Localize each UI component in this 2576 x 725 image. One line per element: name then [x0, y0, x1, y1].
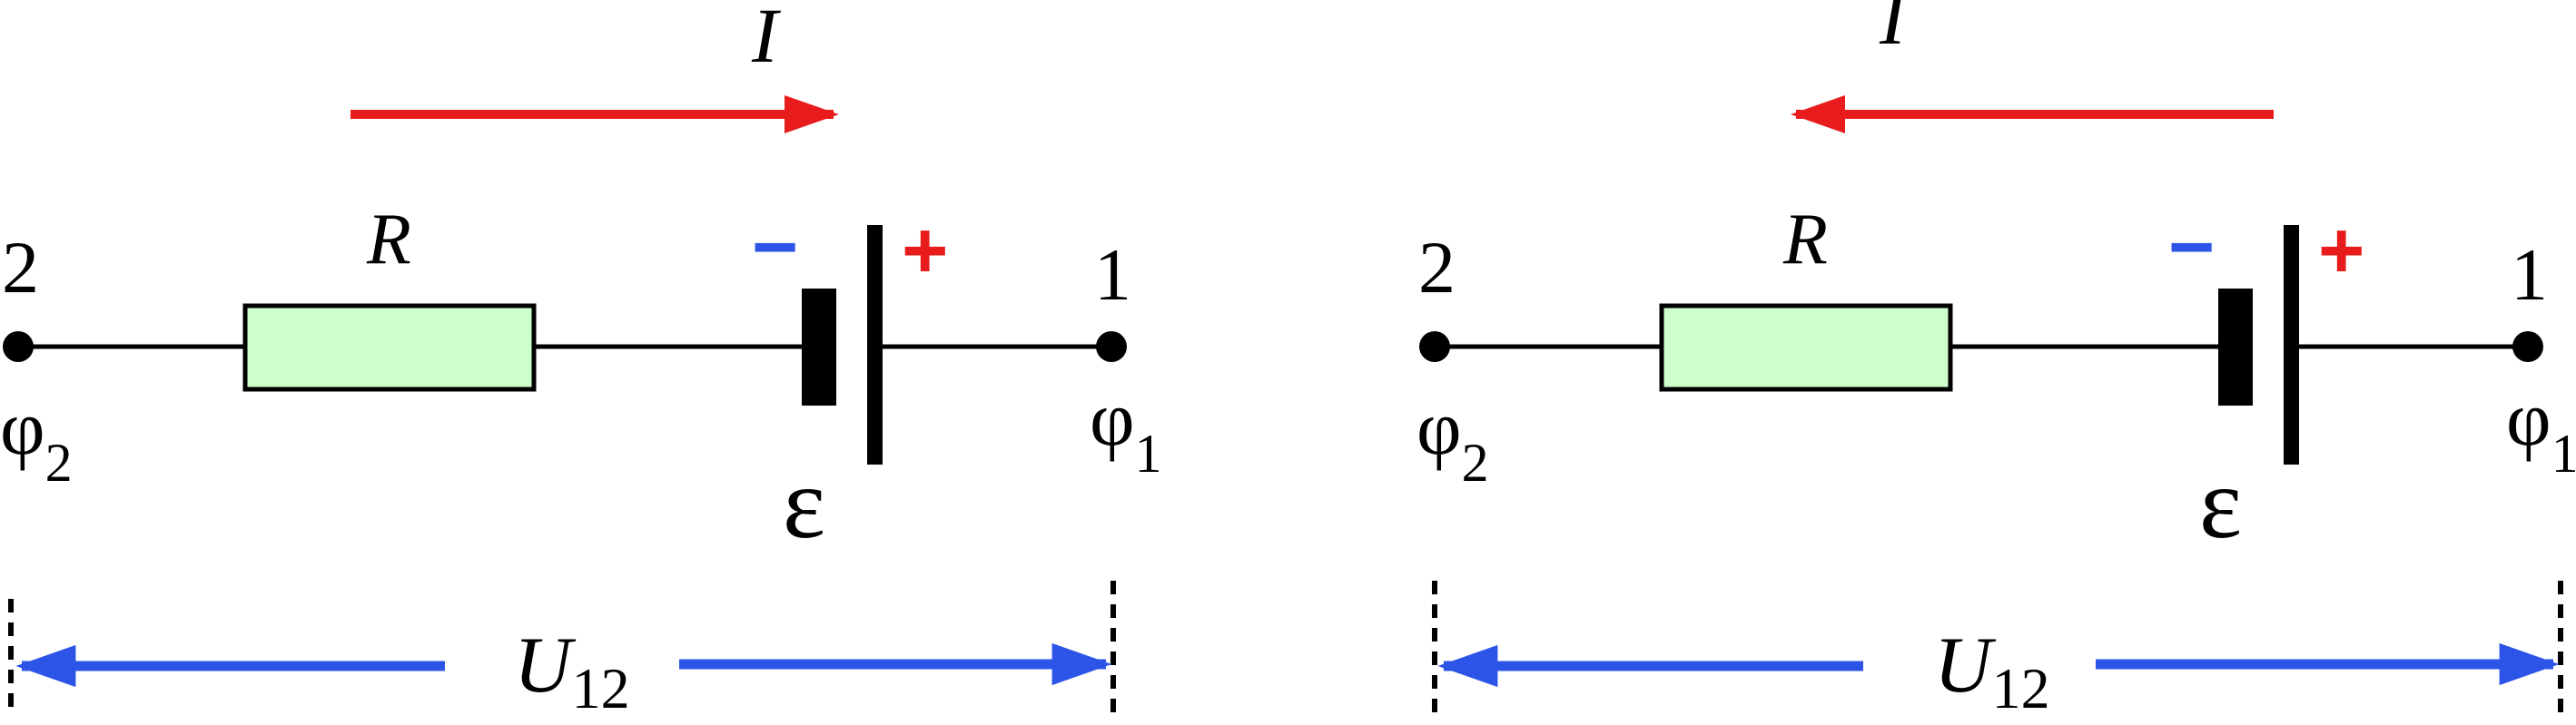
phi-left: φ2 — [1416, 384, 1489, 493]
phi-right: φ1 — [1090, 375, 1162, 484]
minus-sign: − — [752, 201, 798, 291]
circuit-right: I R − + ε 2 1 φ2 φ1 U12 — [1416, 0, 2576, 720]
voltage-label: U12 — [1934, 622, 2050, 720]
resistor — [242, 303, 537, 392]
resistor-label: R — [366, 200, 411, 279]
battery-positive-plate — [2284, 225, 2299, 465]
minus-sign: − — [2168, 201, 2215, 291]
battery-negative-plate — [2218, 289, 2253, 406]
resistor-label: R — [1782, 200, 1828, 279]
node-right — [2512, 331, 2543, 362]
node-left — [1419, 331, 1450, 362]
node-left-number: 2 — [2, 226, 39, 309]
voltage-label: U12 — [514, 622, 630, 720]
battery-negative-plate — [802, 289, 836, 406]
plus-sign: + — [2318, 205, 2364, 295]
circuit-left: I R − + ε 2 1 φ2 φ1 U12 — [0, 0, 1162, 720]
resistor — [1659, 303, 1953, 392]
node-right-number: 1 — [2511, 233, 2548, 316]
node-left-number: 2 — [1418, 226, 1456, 309]
phi-right: φ1 — [2506, 375, 2576, 484]
node-left — [3, 331, 34, 362]
emf-symbol: ε — [783, 447, 825, 560]
emf-symbol: ε — [2199, 447, 2242, 560]
plus-sign: + — [902, 205, 948, 295]
current-label: I — [1879, 0, 1909, 61]
phi-left: φ2 — [0, 384, 73, 493]
node-right-number: 1 — [1094, 233, 1131, 316]
node-right — [1096, 331, 1127, 362]
current-label: I — [751, 0, 781, 79]
battery-positive-plate — [867, 225, 883, 465]
